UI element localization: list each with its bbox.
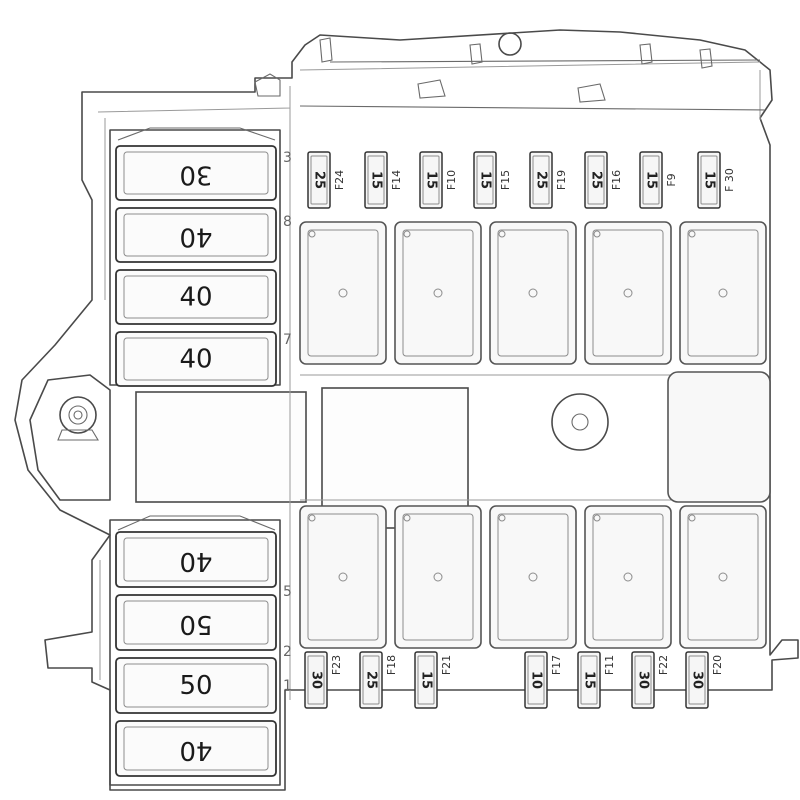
mini-fuse-value: 15 [644, 171, 659, 189]
maxi-fuse-value: 40 [179, 345, 212, 375]
mini-fuse-value: 25 [534, 171, 549, 189]
maxi-fuse-value: 30 [179, 160, 212, 190]
position-number: 2 [283, 644, 292, 660]
relay [584, 505, 672, 649]
mini-fuse: 15 F10 [419, 151, 458, 209]
maxi-fuse-value: 40 [179, 283, 212, 313]
mini-fuse-value: 25 [312, 171, 327, 189]
relay [679, 221, 767, 365]
mini-fuse-label: F23 [330, 655, 343, 675]
mounting-hole [498, 32, 522, 56]
mini-fuse-value: 15 [419, 671, 434, 689]
relays-bottom-row [299, 505, 767, 649]
mini-fuse-label: F21 [440, 655, 453, 675]
mini-fuse: 30 F20 [685, 651, 724, 709]
mini-fuse: 30 F22 [631, 651, 670, 709]
position-number: 1 [283, 678, 292, 694]
maxi-holder-bottom [109, 519, 281, 786]
mini-fuses-bottom: 30 F23 25 F18 15 F21 10 F17 15 F11 30 F22 30 F20 [304, 651, 724, 709]
mini-fuse-label: F 30 [723, 168, 736, 192]
maxi-fuse-value: 40 [179, 222, 212, 252]
mini-fuse: 25 F18 [359, 651, 398, 709]
mini-fuse-label: F16 [610, 170, 623, 190]
mini-fuse-label: F15 [499, 170, 512, 190]
housing-outline [14, 29, 799, 791]
maxi-fuse: 50 [115, 657, 277, 714]
mini-fuse-label: F10 [445, 170, 458, 190]
maxi-fuse-value: 40 [179, 735, 212, 765]
relay [679, 505, 767, 649]
center-boss [551, 393, 609, 451]
mini-fuse: 15 F14 [364, 151, 403, 209]
mini-fuse-label: F11 [603, 655, 616, 675]
mini-fuse-value: 25 [589, 171, 604, 189]
position-number: 3 [283, 150, 292, 166]
maxi-fuse: 40 [115, 720, 277, 777]
maxi-fuse: 50 [115, 594, 277, 651]
mini-fuse: 15 F11 [577, 651, 616, 709]
maxi-fuse-value: 50 [179, 609, 212, 639]
maxi-holder-top [109, 129, 281, 386]
relay [394, 505, 482, 649]
relay [489, 221, 577, 365]
mini-fuse-value: 15 [702, 171, 717, 189]
mini-fuse-value: 15 [424, 171, 439, 189]
mini-fuse-value: 30 [309, 671, 324, 689]
right-side-block [667, 371, 771, 503]
maxi-fuses-top: 30 40 40 40 [115, 145, 277, 387]
mini-fuse: 25 F19 [529, 151, 568, 209]
maxi-fuse: 40 [115, 531, 277, 588]
mini-fuse-value: 10 [529, 671, 544, 689]
mini-fuse-label: F22 [657, 655, 670, 675]
mini-fuse: 15 F15 [473, 151, 512, 209]
maxi-fuse-value: 40 [179, 546, 212, 576]
mini-fuse-value: 25 [364, 671, 379, 689]
mini-fuse: 15 F9 [639, 151, 678, 209]
top-clips [254, 37, 766, 111]
mini-fuse-value: 30 [690, 671, 705, 689]
mini-fuse-label: F19 [555, 170, 568, 190]
mini-fuse-label: F20 [711, 655, 724, 675]
maxi-holder-top-lip [117, 127, 276, 141]
maxi-fuse: 40 [115, 207, 277, 263]
relay [299, 221, 387, 365]
center-boss-inner [571, 413, 589, 431]
position-number: 8 [283, 214, 292, 230]
mini-fuse-label: F17 [550, 655, 563, 675]
mini-fuse: 15 F 30 [697, 151, 736, 209]
mini-fuse: 15 F21 [414, 651, 453, 709]
mini-fuse-value: 30 [636, 671, 651, 689]
maxi-fuse: 30 [115, 145, 277, 201]
ground-stud [29, 374, 111, 501]
relay [584, 221, 672, 365]
mini-fuse-value: 15 [478, 171, 493, 189]
maxi-holder-bottom-lip [117, 515, 276, 531]
mini-fuse-label: F9 [665, 173, 678, 186]
left-block [135, 391, 307, 503]
mini-fuse-value: 15 [582, 671, 597, 689]
mini-fuses-top: 25 F24 15 F14 15 F10 15 F15 25 F19 25 F16 15 F9 15 F 30 [307, 151, 736, 209]
position-number: 5 [283, 584, 292, 600]
relays-top-row [299, 221, 767, 365]
maxi-fuse: 40 [115, 331, 277, 387]
maxi-fuse-value: 50 [179, 671, 212, 701]
mini-fuse-label: F14 [390, 170, 403, 190]
maxi-fuse: 40 [115, 269, 277, 325]
position-number: 7 [283, 332, 292, 348]
relay [394, 221, 482, 365]
relay [299, 505, 387, 649]
mini-fuse-label: F18 [385, 655, 398, 675]
mini-fuse: 25 F24 [307, 151, 346, 209]
maxi-fuses-bottom: 40 50 50 40 [115, 531, 277, 777]
mini-fuse: 10 F17 [524, 651, 563, 709]
mini-fuse-value: 15 [369, 171, 384, 189]
mini-fuse: 30 F23 [304, 651, 343, 709]
mini-fuse: 25 F16 [584, 151, 623, 209]
mini-fuse-label: F24 [333, 170, 346, 190]
relay [489, 505, 577, 649]
